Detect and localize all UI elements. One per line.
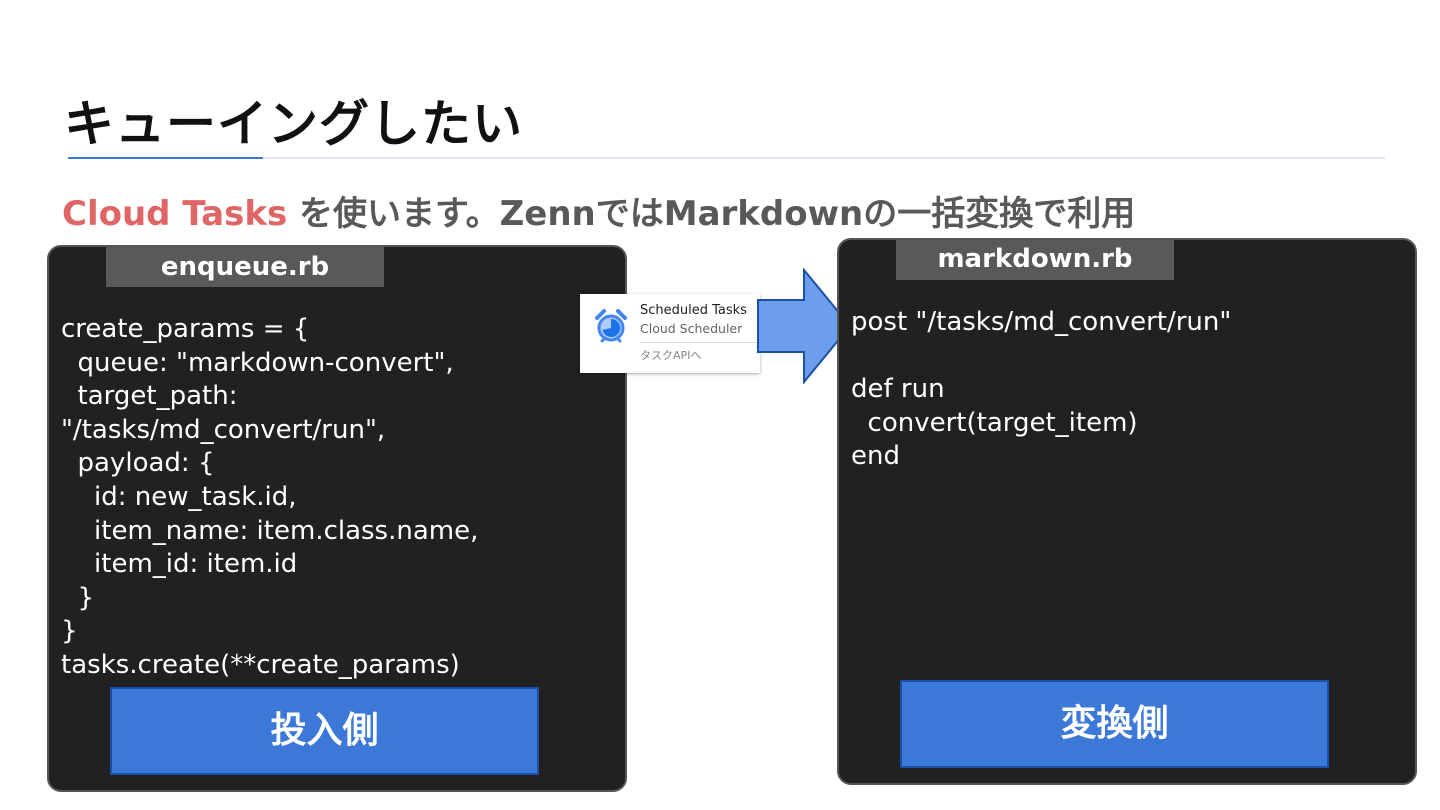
- subtitle-text: を使います。ZennではMarkdownの一括変換で利用: [287, 194, 1136, 234]
- scheduler-card-title: Scheduled Tasks: [640, 303, 747, 318]
- enqueue-side-button[interactable]: 投入側: [110, 687, 539, 775]
- convert-side-button[interactable]: 変換側: [900, 680, 1329, 768]
- enqueue-code: create_params = { queue: "markdown-conve…: [61, 314, 479, 680]
- task-api-link[interactable]: タスクAPIへ: [640, 349, 702, 362]
- markdown-code-panel: markdown.rb post "/tasks/md_convert/run"…: [837, 238, 1417, 785]
- subtitle-accent: Cloud Tasks: [62, 194, 288, 234]
- markdown-code: post "/tasks/md_convert/run" def run con…: [851, 307, 1232, 472]
- slide-title: キューイングしたい: [64, 95, 523, 153]
- enqueue-filename-tab: enqueue.rb: [106, 247, 384, 287]
- slide-subtitle: Cloud Tasks を使います。ZennではMarkdownの一括変換で利用: [62, 186, 1135, 235]
- markdown-filename-tab: markdown.rb: [896, 240, 1174, 280]
- enqueue-code-panel: enqueue.rb create_params = { queue: "mar…: [47, 245, 627, 792]
- scheduler-card-divider: [640, 342, 758, 343]
- title-divider: [68, 157, 1385, 159]
- title-divider-accent: [68, 157, 263, 159]
- scheduler-card-subtitle: Cloud Scheduler: [640, 321, 743, 336]
- flow-arrow-icon: [757, 268, 852, 384]
- scheduled-tasks-card[interactable]: Scheduled Tasks Cloud Scheduler タスクAPIへ: [580, 294, 760, 373]
- alarm-clock-icon: [595, 309, 627, 343]
